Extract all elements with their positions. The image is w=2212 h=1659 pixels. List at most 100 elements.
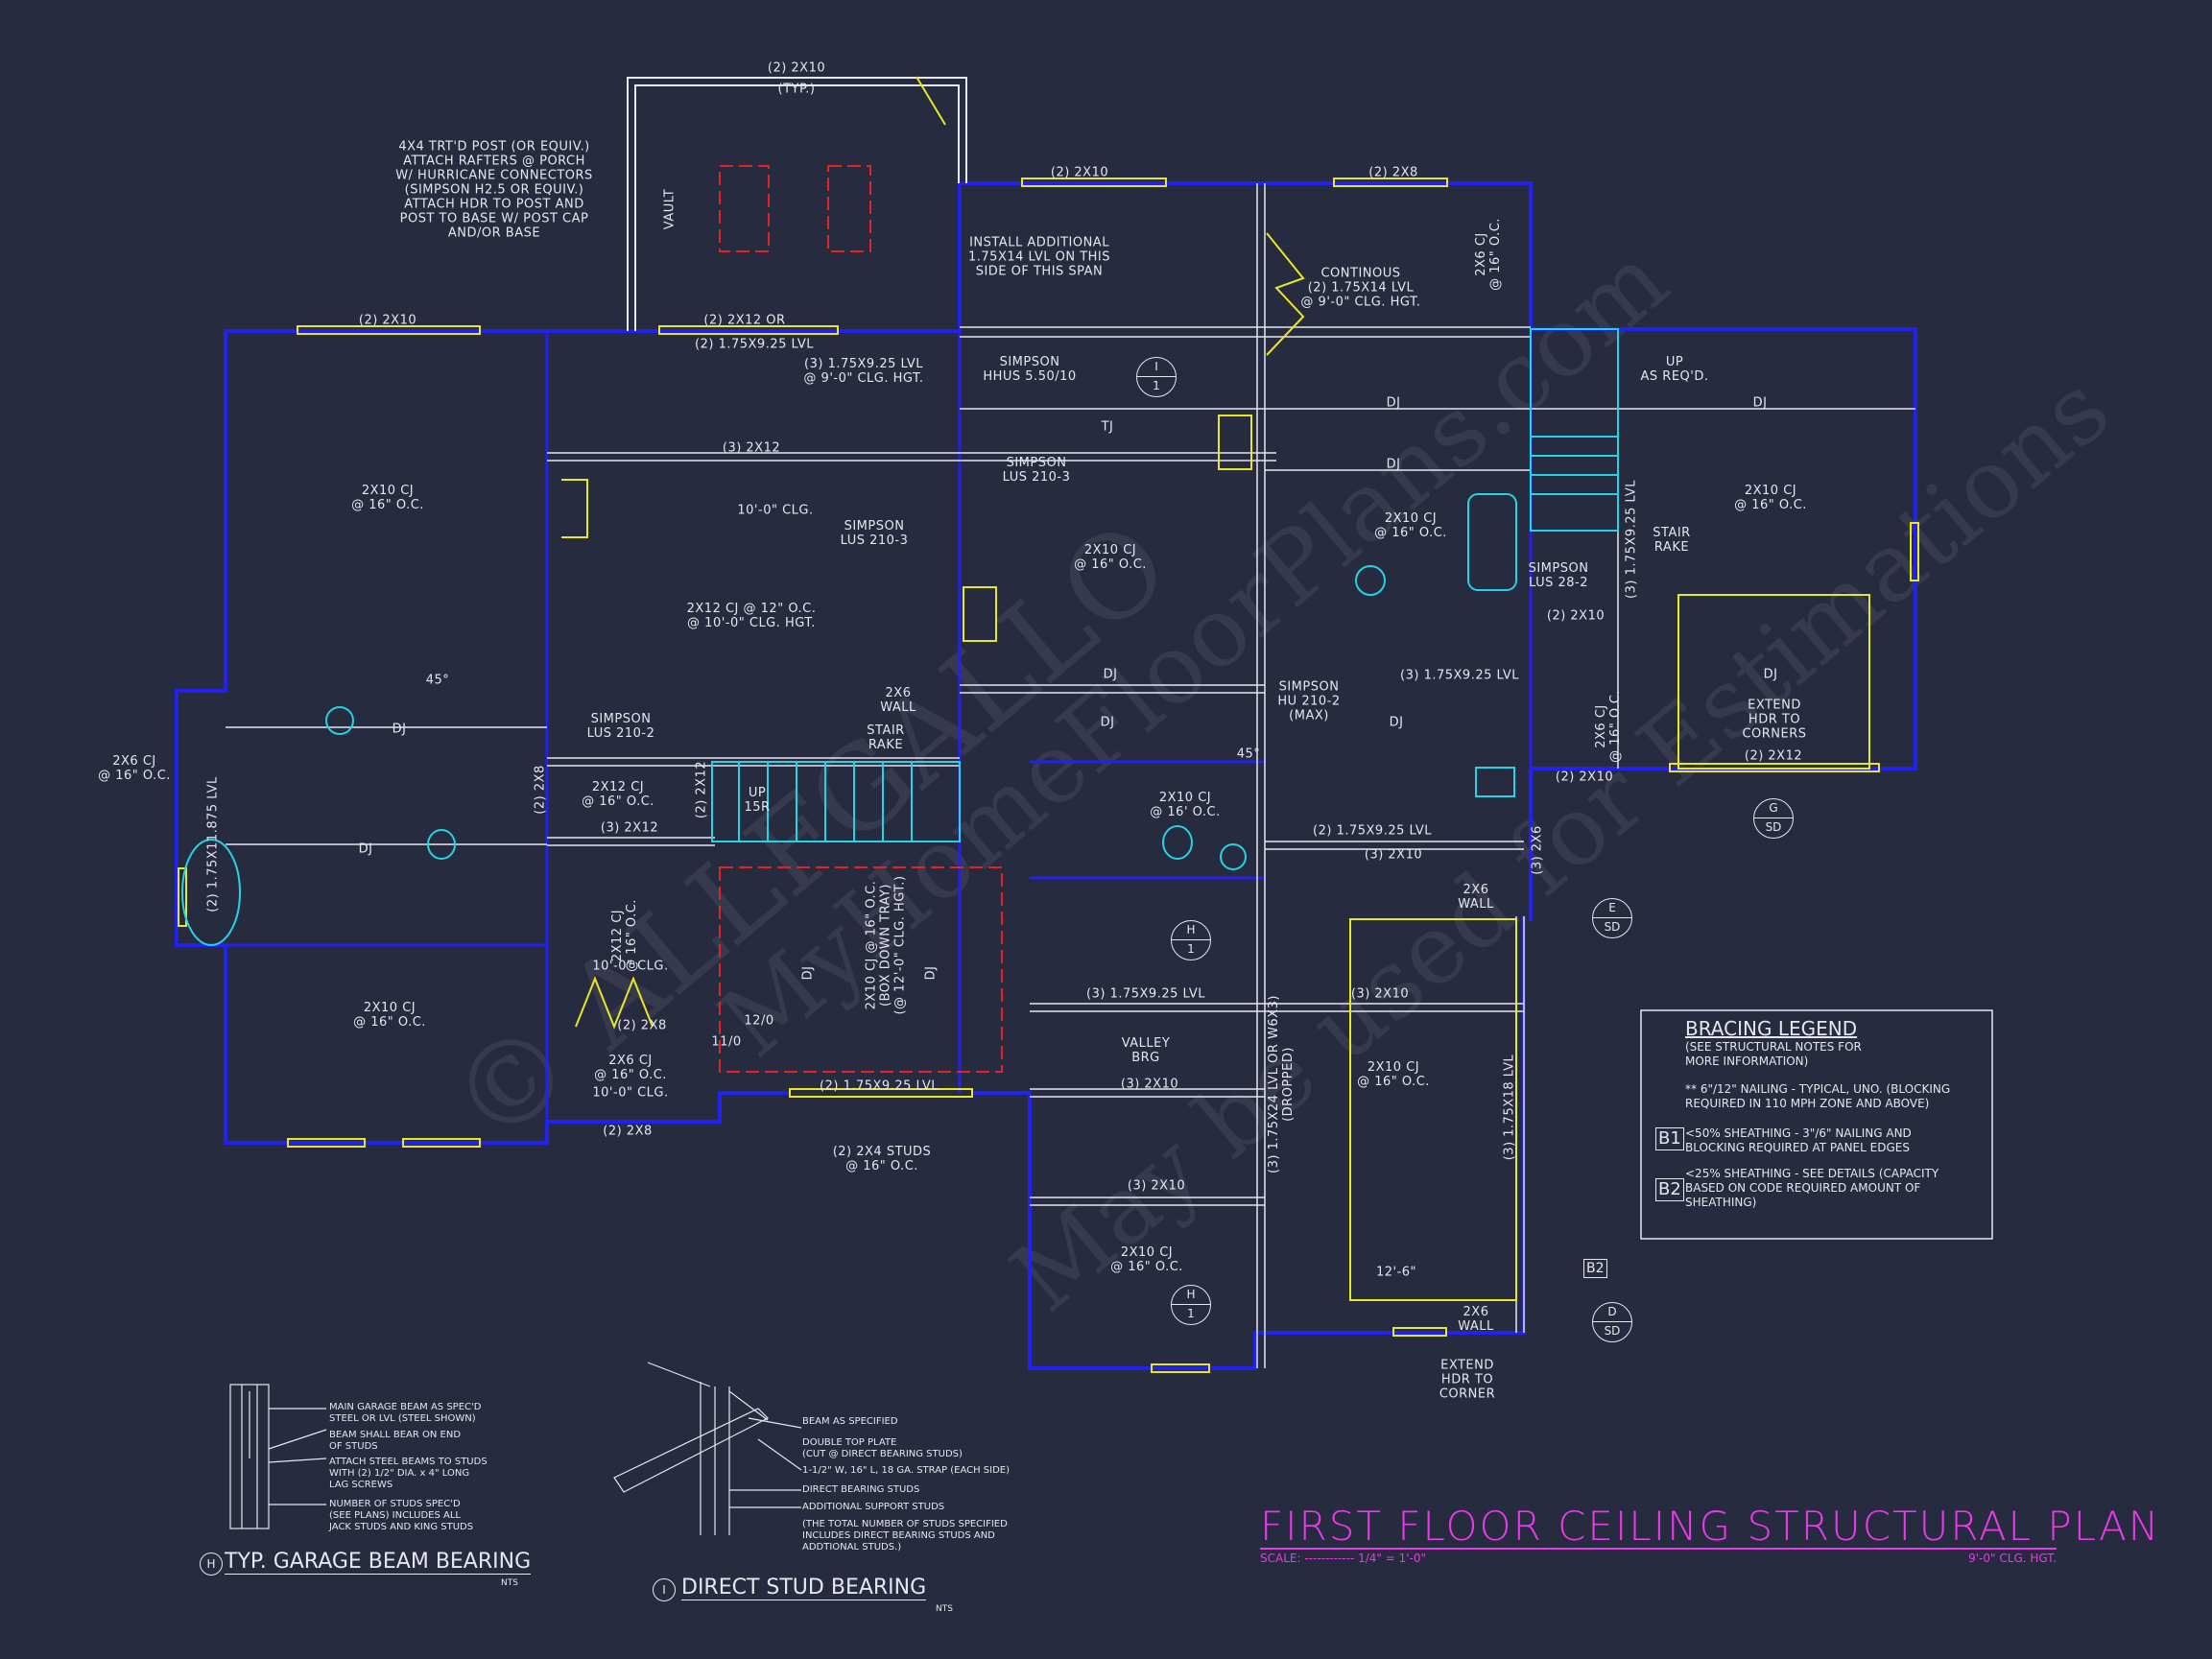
detail-note: ADDITIONAL SUPPORT STUDS	[802, 1502, 945, 1512]
beam-label: (3) 2x10	[1350, 986, 1410, 1002]
beam-label: (3) 2x10	[1127, 1178, 1186, 1194]
marker-letter: G	[1754, 799, 1793, 818]
beam-label: (3) 1.75x9.25 LVL	[1400, 668, 1519, 683]
joist-label: 2x10 CJ @ 16" O.C.	[1357, 1060, 1430, 1089]
detail-note: DOUBLE TOP PLATE (CUT @ DIRECT BEARING S…	[802, 1437, 963, 1459]
marker-sheet: SD	[1765, 820, 1782, 834]
detail-note: 1-1/2" W, 16" L, 18 GA. STRAP (EACH SIDE…	[802, 1465, 1011, 1476]
detail-title: TYP. GARAGE BEAM BEARING	[225, 1550, 532, 1575]
extend-header-note: EXTEND HDR TO CORNER	[1439, 1358, 1496, 1402]
marker-sheet: 1	[1187, 942, 1195, 956]
plumbing-fixtures	[181, 328, 1619, 946]
valley-bearing-label: VALLEY BRG	[1121, 1036, 1171, 1065]
joist-label: 2x6 CJ @ 16" O.C.	[98, 754, 171, 783]
beam-label: (2) 1.75x11.875 LVL	[205, 776, 221, 912]
detail-note: (THE TOTAL NUMBER OF STUDS SPECIFIED INC…	[802, 1519, 1008, 1552]
marker-sheet: 1	[1187, 1307, 1195, 1320]
joist-label: 2x10 CJ @ 16" O.C.	[1734, 484, 1807, 512]
dj-label: DJ	[800, 965, 816, 981]
joist-label: 2x10 CJ @ 16" O.C.	[1110, 1245, 1183, 1274]
angle-label: 45°	[1236, 747, 1261, 762]
header-label: (2) 2x10	[358, 313, 417, 328]
ceiling-height-label: 10'-0" CLG.	[737, 503, 814, 518]
dj-label: DJ	[392, 722, 407, 737]
beam-label: (3) 2x10	[1120, 1077, 1179, 1092]
detail-title: DIRECT STUD BEARING	[681, 1576, 927, 1600]
ceiling-height-label: 10'-0" CLG.	[592, 959, 669, 974]
tray-height-label: 12/0	[744, 1013, 774, 1029]
beam-label: (3) 1.75x9.25 LVL @ 9'-0" CLG. HGT.	[803, 357, 924, 386]
beam-label: (2) 1.75x9.25 LVL	[820, 1078, 939, 1094]
porch-outline	[627, 77, 967, 331]
dropped-beam-label: (3) 1.75x24 LVL OR W6x3) (DROPPED)	[1267, 995, 1296, 1173]
detail-note: ATTACH STEEL BEAMS TO STUDS WITH (2) 1/2…	[329, 1457, 488, 1490]
detail-marker: H	[200, 1552, 223, 1576]
porch-typ-label: (TYP.)	[777, 82, 816, 97]
headers	[178, 178, 1919, 1373]
header-label: (2) 1.75x9.25 LVL	[695, 337, 814, 352]
stud-detail-drawing	[613, 1362, 802, 1535]
dj-label: DJ	[1386, 457, 1401, 472]
stair-up-label: UP AS REQ'D.	[1640, 355, 1709, 384]
header-label: (2) 2x8	[533, 765, 548, 815]
hanger-label: SIMPSON LUS 28-2	[1528, 561, 1589, 590]
bracing-legend-typical: ** 6"/12" NAILING - TYPICAL, UNO. (BLOCK…	[1685, 1082, 1951, 1110]
header-label: (2) 2x10	[1555, 770, 1614, 785]
studs-note: (2) 2x4 STUDS @ 16" O.C.	[832, 1145, 932, 1173]
detail-nts: NTS	[936, 1604, 953, 1614]
joist-label: 2x10 CJ @ 16" O.C.	[353, 1001, 426, 1030]
dj-label: DJ	[1386, 395, 1401, 411]
dimension-label: 12'-6"	[1375, 1265, 1417, 1280]
dj-label: DJ	[1763, 667, 1778, 682]
bracing-tag-b1: B1	[1655, 1127, 1684, 1150]
section-marker[interactable]: G SD	[1753, 798, 1794, 839]
marker-letter: E	[1593, 899, 1631, 918]
detail-note: DIRECT BEARING STUDS	[802, 1484, 920, 1495]
header-label: (2) 2x12 OR	[703, 313, 786, 328]
tray-height-label: 11/0	[711, 1034, 742, 1050]
joist-label: 2x6 CJ @ 16" O.C.	[1594, 690, 1623, 763]
joist-label: 2x10 CJ @ 16" O.C.	[1074, 543, 1147, 572]
joist-label: 2x6 CJ @ 16" O.C.	[594, 1054, 667, 1082]
install-lvl-note: INSTALL ADDITIONAL 1.75x14 LVL ON THIS S…	[968, 235, 1110, 279]
bracing-legend-subtitle: (SEE STRUCTURAL NOTES FOR MORE INFORMATI…	[1685, 1040, 1862, 1068]
marker-sheet: 1	[1153, 379, 1160, 392]
beam-label: (3) 2x12	[600, 820, 659, 836]
bracing-legend-title: BRACING LEGEND	[1685, 1017, 1858, 1040]
wall-label: 2x6 WALL	[880, 686, 916, 715]
marker-letter: I	[662, 1583, 666, 1597]
porch-post-note: 4x4 TRT'D POST (OR EQUIV.) ATTACH RAFTER…	[395, 139, 593, 241]
beams	[226, 183, 1915, 1368]
hanger-label: SIMPSON LUS 210-2	[586, 712, 655, 741]
hanger-label: SIMPSON LUS 210-3	[1002, 456, 1071, 485]
marker-letter: H	[1172, 1286, 1210, 1305]
dj-label: DJ	[358, 841, 373, 857]
detail-note: NUMBER OF STUDS SPEC'D (SEE PLANS) INCLU…	[329, 1499, 474, 1532]
detail-note: BEAM SHALL BEAR ON END OF STUDS	[329, 1430, 462, 1452]
bracing-legend-b1: <50% SHEATHING - 3"/6" NAILING AND BLOCK…	[1685, 1126, 1912, 1154]
tj-label: TJ	[1101, 419, 1114, 435]
detail-nts: NTS	[501, 1578, 518, 1588]
header-label: (2) 2x12	[694, 760, 709, 819]
dj-label: DJ	[1752, 395, 1768, 411]
extend-header-note: EXTEND HDR TO CORNERS	[1742, 698, 1807, 742]
wall-label: 2x6 WALL	[1458, 883, 1494, 912]
vault-label: VAULT	[662, 188, 678, 230]
beam-label: (3) 2x12	[722, 440, 781, 456]
wall-label: 2x6 WALL	[1458, 1305, 1494, 1334]
joist-label: 2x12 CJ @ 12" O.C. @ 10'-0" CLG. HGT.	[686, 602, 817, 630]
beam-label: (3) 1.75x9.25 LVL	[1086, 986, 1205, 1002]
header-label: (2) 2x8	[1368, 165, 1418, 180]
dj-label: DJ	[1100, 715, 1115, 730]
hanger-label: SIMPSON HU 210-2 (MAX)	[1277, 679, 1341, 723]
detail-note: BEAM AS SPECIFIED	[802, 1416, 898, 1427]
joist-label: 2x12 CJ @ 16" O.C.	[582, 780, 654, 809]
porch-header-label: (2) 2x10	[767, 60, 826, 76]
detail-note: MAIN GARAGE BEAM AS SPEC'D STEEL OR LVL …	[329, 1402, 482, 1424]
ceiling-height-label: 10'-0" CLG.	[592, 1085, 669, 1101]
